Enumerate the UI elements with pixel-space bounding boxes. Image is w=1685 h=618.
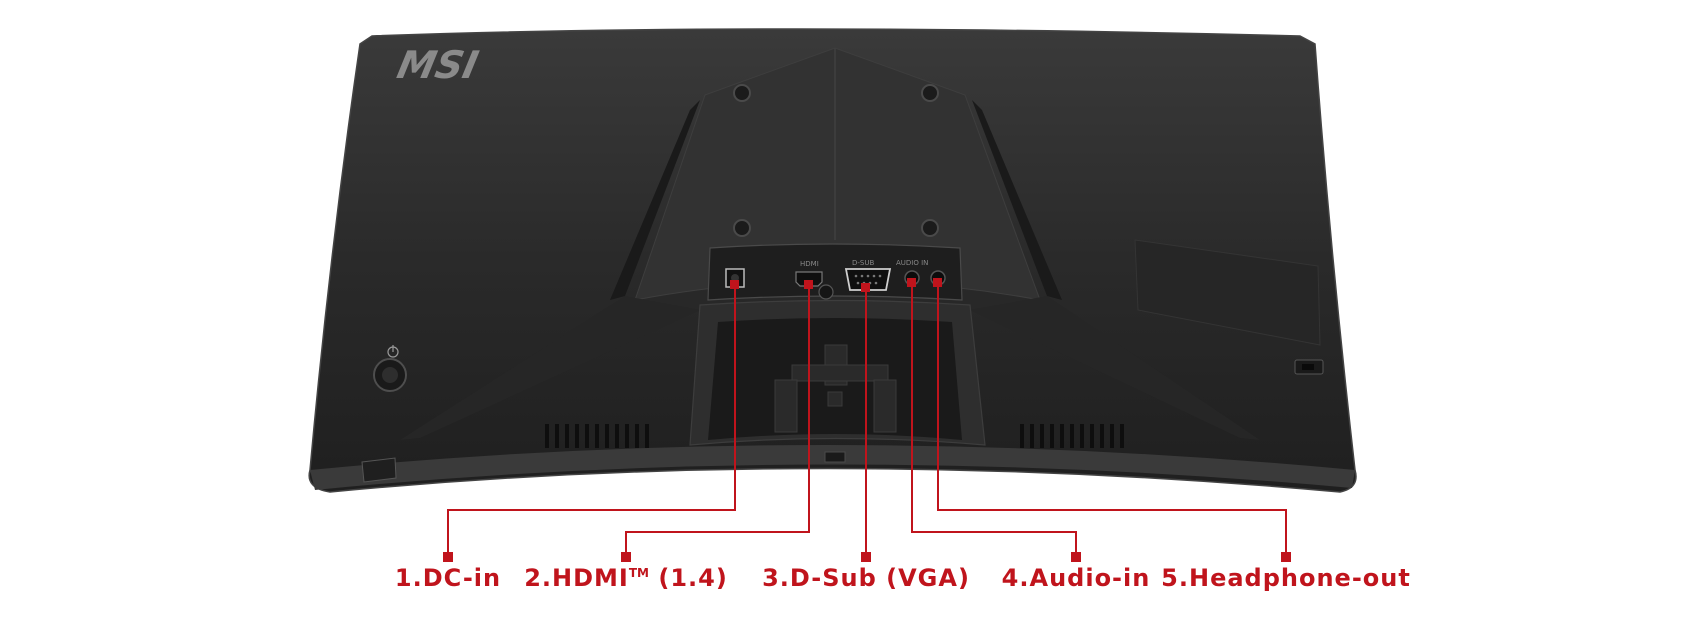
callout-markers	[443, 278, 1291, 562]
kensington-lock-icon	[1294, 359, 1324, 375]
right-recessed-panel	[1134, 239, 1321, 346]
callout-number: 1.	[394, 564, 423, 592]
cable-clip-icon	[818, 284, 834, 300]
trademark-mark: TM	[628, 566, 649, 580]
audio-port-label: AUDIO IN	[896, 259, 928, 267]
right-vent-grille-icon	[1020, 424, 1124, 448]
callout-headphone-out: 5.Headphone-out	[1161, 566, 1411, 590]
left-lower-facet	[400, 296, 700, 440]
right-lower-facet	[970, 296, 1260, 440]
hdmi-port-label: HDMI	[800, 260, 819, 268]
vesa-screws	[733, 84, 939, 237]
callout-hdmi: 2.HDMITM (1.4)	[524, 566, 728, 590]
callout-label: DC-in	[422, 564, 502, 592]
callout-vga: 3.D-Sub (VGA)	[762, 566, 970, 590]
joystick-icon	[373, 358, 407, 392]
callout-number: 5.	[1161, 564, 1189, 592]
callout-label: Audio-in	[1029, 564, 1151, 592]
monitor-bottom-lip	[310, 445, 1355, 490]
leader-line-headphone-out	[937, 282, 1287, 555]
callout-suffix: (1.4)	[648, 564, 728, 592]
callout-audio-in: 4.Audio-in	[1002, 566, 1151, 590]
right-diagonal-groove	[972, 100, 1062, 300]
callout-dc-in: 1.DC-in	[395, 566, 501, 590]
left-latch	[361, 457, 397, 483]
leader-line-dc-in	[447, 285, 736, 555]
callout-number: 3.	[762, 564, 790, 592]
msi-logo: MSI	[393, 43, 482, 88]
callout-label: HDMI	[552, 564, 629, 592]
callout-number: 2.	[524, 564, 553, 592]
left-vent-grille-icon	[545, 424, 649, 448]
callout-label: D-Sub (VGA)	[789, 564, 970, 592]
callout-label: Headphone-out	[1188, 564, 1411, 592]
leader-line-audio-in	[911, 282, 1077, 555]
power-icon	[387, 345, 399, 358]
io-port-panel: HDMI D-SUB AUDIO IN	[707, 243, 963, 301]
callout-number: 4.	[1001, 564, 1030, 592]
callout-leaders	[447, 282, 1287, 555]
msi-logo-text: MSI	[393, 43, 482, 88]
hdmi-port: HDMI	[795, 260, 823, 287]
left-diagonal-groove	[610, 100, 700, 300]
leader-line-hdmi	[625, 285, 810, 555]
vga-port-label: D-SUB	[852, 259, 874, 267]
